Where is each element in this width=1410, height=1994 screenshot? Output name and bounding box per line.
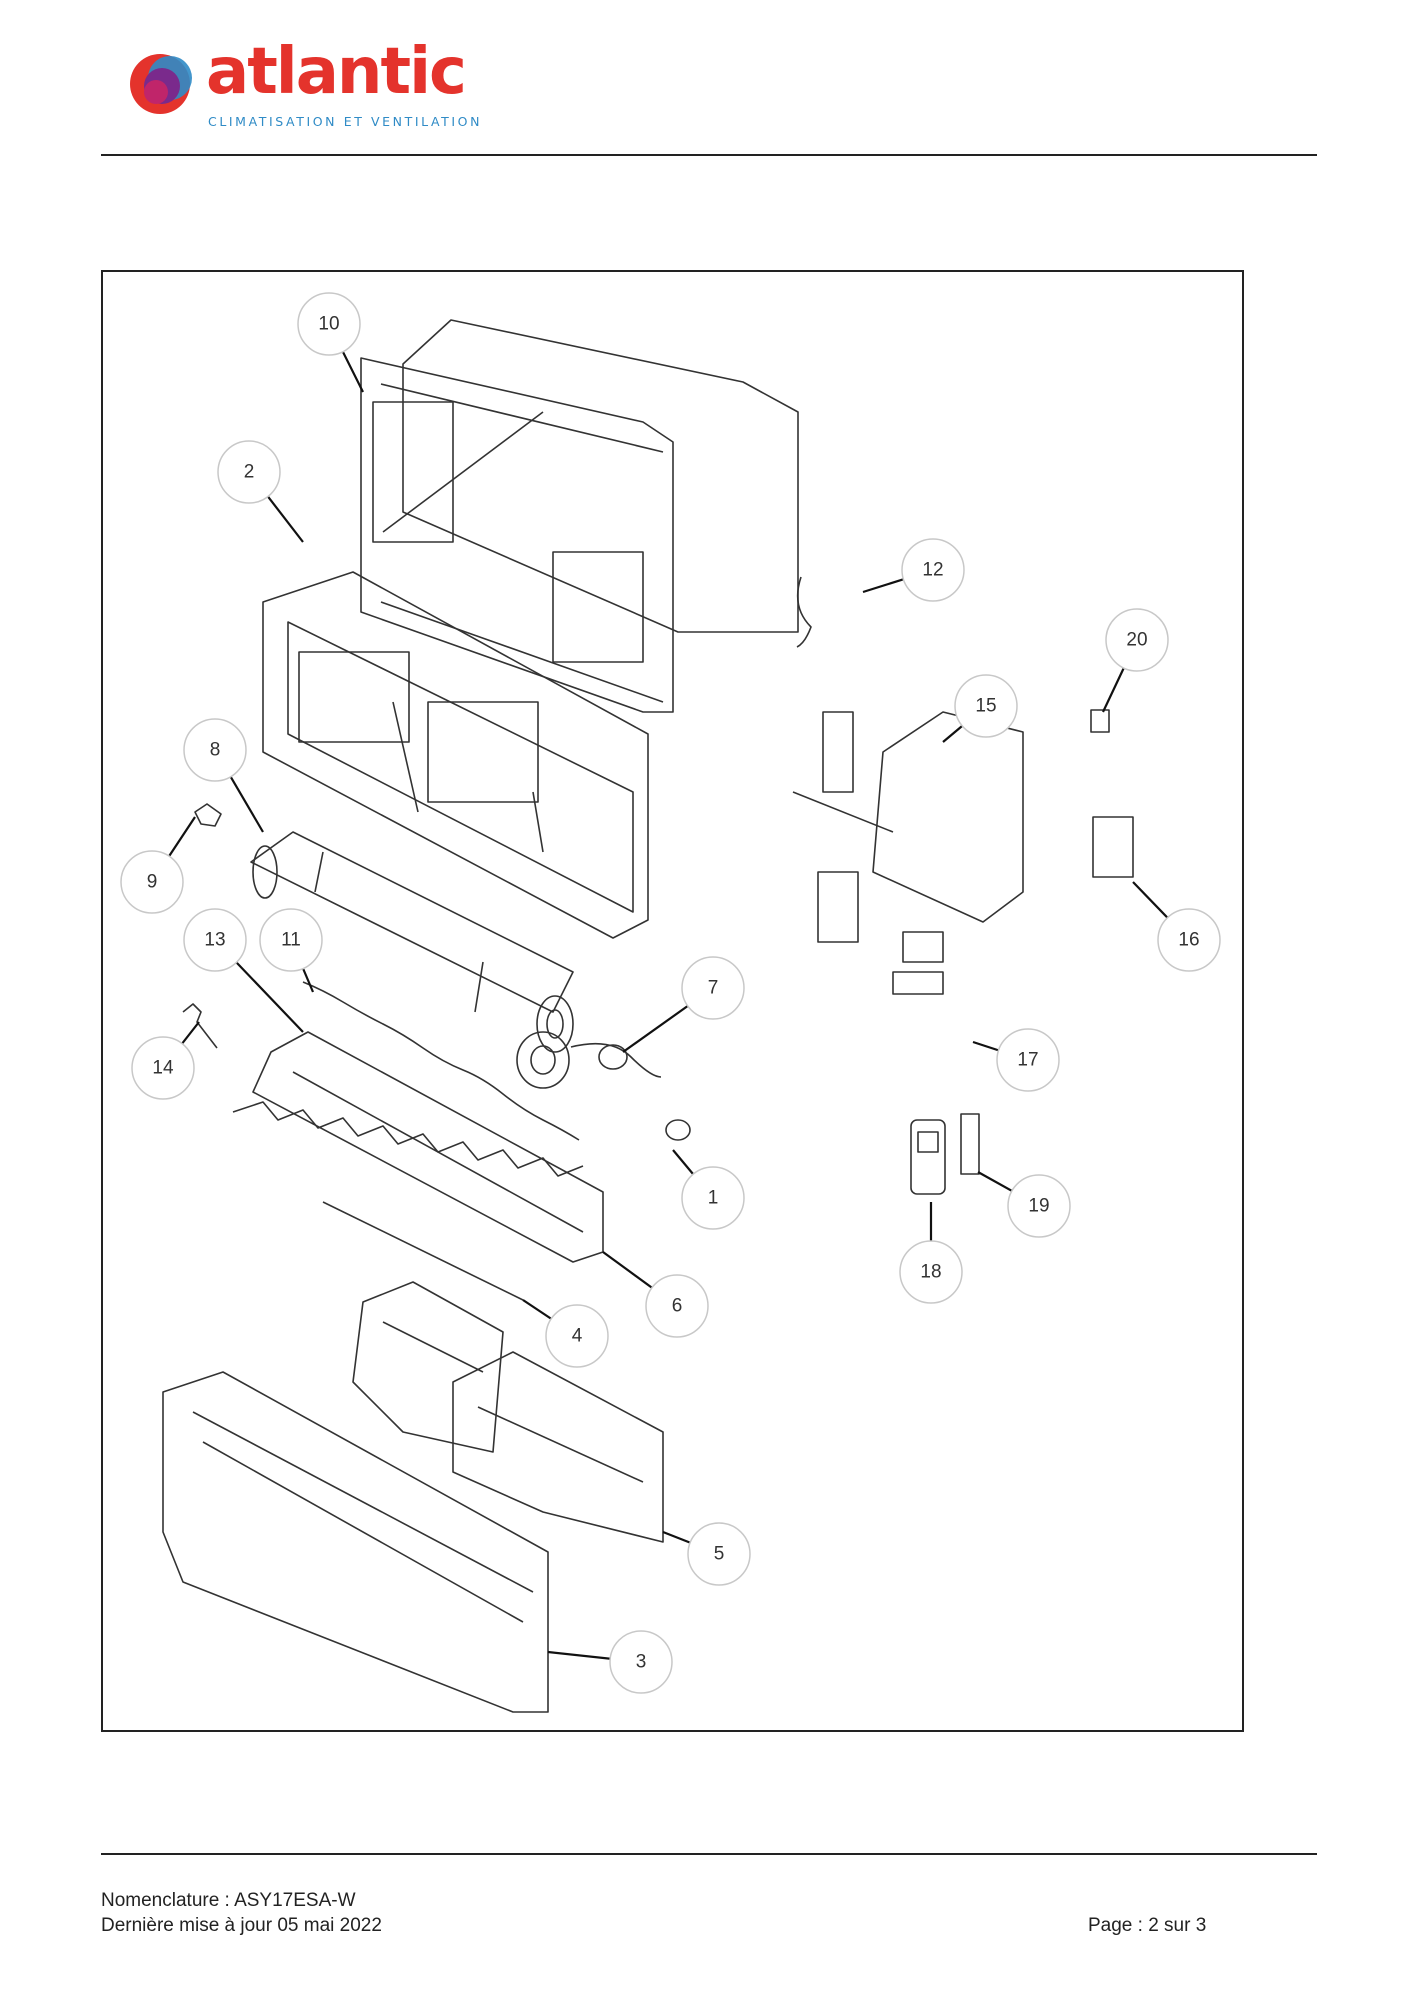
callout-circle-14 xyxy=(131,1036,195,1100)
callout-label: 15 xyxy=(975,696,996,717)
callout-circle-3 xyxy=(609,1630,673,1694)
callout-circle-16 xyxy=(1157,908,1221,972)
atlantic-logo: atlantic CLIMATISATION ET VENTILATION xyxy=(120,40,500,132)
callout-label: 10 xyxy=(318,314,339,335)
callout-label: 17 xyxy=(1017,1050,1038,1071)
callout-label: 13 xyxy=(204,930,225,951)
swing-rod-drawing xyxy=(322,1201,524,1301)
fan-drawing xyxy=(250,831,574,1053)
callout-6: 6 xyxy=(602,1251,709,1338)
callout-circle-12 xyxy=(901,538,965,602)
callout-15: 15 xyxy=(942,674,1018,743)
callout-circle-17 xyxy=(996,1028,1060,1092)
sensor-drawing xyxy=(182,1003,218,1049)
control-box-drawing xyxy=(792,709,1134,995)
header-divider xyxy=(101,154,1317,156)
motor-drawing xyxy=(516,1031,691,1141)
callout-4: 4 xyxy=(522,1299,609,1368)
callout-17: 17 xyxy=(972,1028,1060,1092)
callout-9: 9 xyxy=(120,816,196,914)
callout-14: 14 xyxy=(131,1021,200,1100)
callout-label: 6 xyxy=(672,1296,683,1317)
callout-label: 9 xyxy=(147,872,158,893)
chassis-drawing xyxy=(360,319,799,713)
grille-frame-drawing xyxy=(262,571,649,939)
callout-8: 8 xyxy=(183,718,264,833)
callout-label: 3 xyxy=(636,1652,647,1673)
remote-control-drawing xyxy=(910,1113,980,1195)
callout-label: 16 xyxy=(1178,930,1199,951)
callout-circle-2 xyxy=(217,440,281,504)
callout-circle-19 xyxy=(1007,1174,1071,1238)
callout-circle-4 xyxy=(545,1304,609,1368)
callout-1: 1 xyxy=(672,1149,745,1230)
callout-circle-10 xyxy=(297,292,361,356)
callout-circle-5 xyxy=(687,1522,751,1586)
callout-circle-11 xyxy=(259,908,323,972)
callout-circle-20 xyxy=(1105,608,1169,672)
callout-16: 16 xyxy=(1132,881,1221,972)
callout-label: 2 xyxy=(244,462,255,483)
callout-label: 1 xyxy=(708,1188,719,1209)
callout-5: 5 xyxy=(662,1522,751,1586)
callout-circle-9 xyxy=(120,850,184,914)
brand-name: atlantic xyxy=(206,35,467,109)
page-number: Page : 2 sur 3 xyxy=(1088,1915,1207,1936)
callout-circle-18 xyxy=(899,1240,963,1304)
callout-circle-7 xyxy=(681,956,745,1020)
callout-label: 20 xyxy=(1126,630,1147,651)
callout-layer: 10 2 12 20 15 8 9 13 11 16 7 14 17 1 19 18 6 4 5 3 xyxy=(120,292,1221,1694)
callout-label: 5 xyxy=(714,1544,725,1565)
brand-tagline: CLIMATISATION ET VENTILATION xyxy=(208,114,483,129)
callout-19: 19 xyxy=(977,1171,1071,1238)
callout-label: 14 xyxy=(152,1058,174,1079)
nomenclature-text: Nomenclature : ASY17ESA-W xyxy=(101,1890,356,1911)
exploded-view-diagram: 10 2 12 20 15 8 9 13 11 16 7 14 17 1 19 18 6 4 5 3 xyxy=(101,270,1244,1732)
updated-date-text: Dernière mise à jour 05 mai 2022 xyxy=(101,1915,382,1936)
callout-18: 18 xyxy=(899,1202,963,1304)
callout-circle-8 xyxy=(183,718,247,782)
logo-mark-icon xyxy=(130,54,192,114)
callout-circle-6 xyxy=(645,1274,709,1338)
callout-12: 12 xyxy=(862,538,965,602)
footer-info: Nomenclature : ASY17ESA-W Dernière mise … xyxy=(101,1888,382,1938)
air-filters-drawing xyxy=(352,1281,664,1543)
callout-20: 20 xyxy=(1102,608,1169,713)
callout-label: 19 xyxy=(1028,1196,1049,1217)
thermistor-drawing xyxy=(796,576,812,648)
callout-label: 8 xyxy=(210,740,221,761)
callout-3: 3 xyxy=(547,1630,673,1694)
callout-label: 4 xyxy=(572,1326,583,1347)
callout-10: 10 xyxy=(297,292,364,393)
callout-circle-1 xyxy=(681,1166,745,1230)
callout-13: 13 xyxy=(183,908,304,1033)
callout-circle-15 xyxy=(954,674,1018,738)
callout-label: 18 xyxy=(920,1262,941,1283)
callout-2: 2 xyxy=(217,440,304,543)
fan-bearing-drawing xyxy=(194,803,222,827)
callout-label: 11 xyxy=(281,930,301,951)
callout-label: 12 xyxy=(922,560,943,581)
callout-circle-13 xyxy=(183,908,247,972)
front-panel-drawing xyxy=(162,1371,549,1713)
callout-label: 7 xyxy=(708,978,719,999)
callout-11: 11 xyxy=(259,908,323,993)
footer-divider xyxy=(101,1853,1317,1855)
callout-7: 7 xyxy=(622,956,745,1053)
drain-hose-drawing xyxy=(302,981,580,1141)
